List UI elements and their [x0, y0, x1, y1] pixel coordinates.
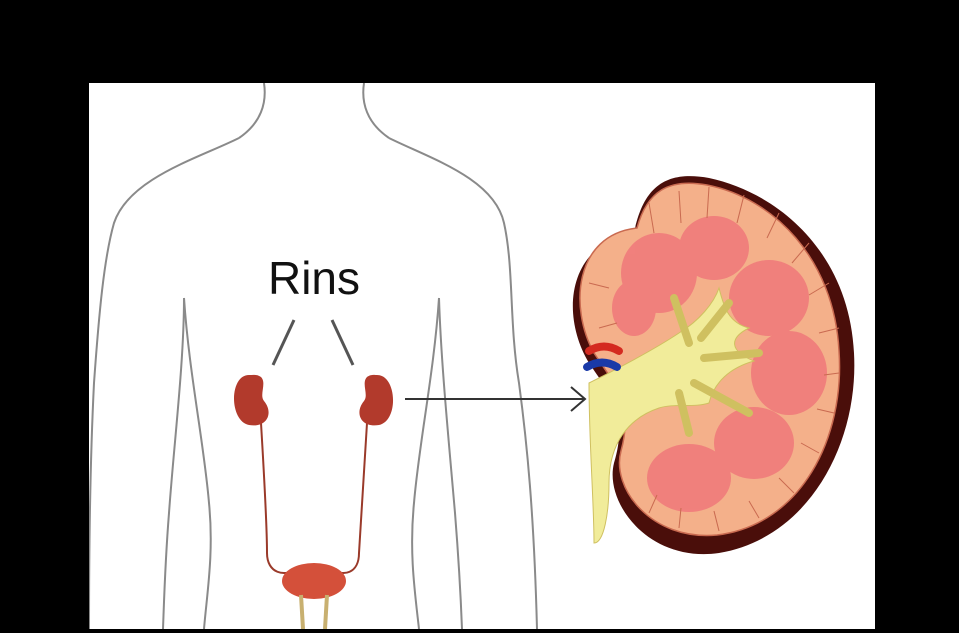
left-kidney-small	[234, 375, 269, 426]
kidney-cross-section	[573, 176, 854, 554]
label-pointer-lines	[273, 320, 353, 365]
zoom-arrow	[405, 387, 585, 411]
urinary-system-illustration	[89, 83, 875, 629]
ureters	[261, 423, 367, 573]
illustration-panel: Rins	[89, 83, 875, 629]
kidneys-label: Rins	[239, 248, 389, 308]
human-torso-outline	[89, 83, 537, 629]
bladder	[282, 563, 346, 629]
right-kidney-small	[359, 375, 393, 426]
